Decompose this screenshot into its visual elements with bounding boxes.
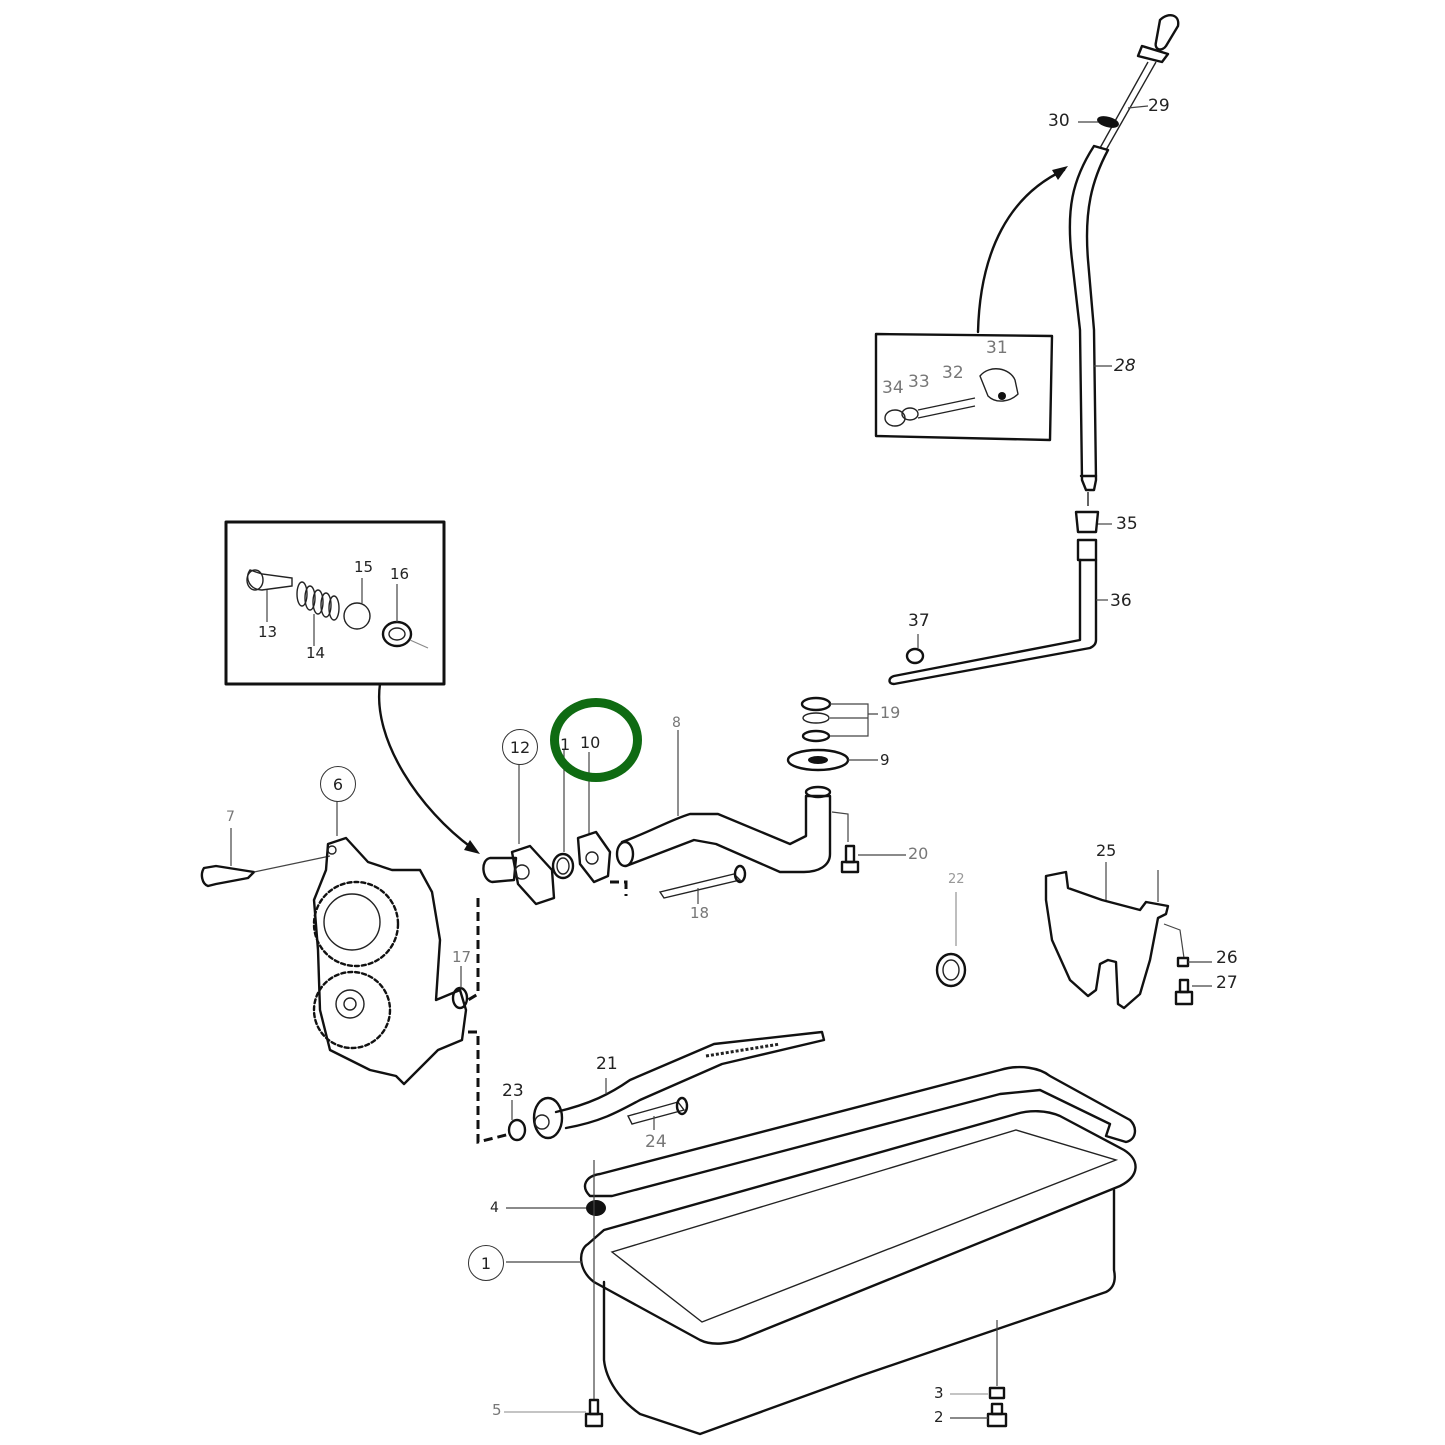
outlet-housing-drawing xyxy=(482,750,612,906)
bracket-drawing xyxy=(1044,862,1212,1010)
oil-sump-drawing xyxy=(504,1065,1137,1436)
callout-29[interactable]: 29 xyxy=(1148,96,1170,116)
callout-36[interactable]: 36 xyxy=(1110,591,1132,611)
callout-32[interactable]: 32 xyxy=(942,363,964,383)
callout-10[interactable]: 10 xyxy=(580,733,601,752)
callout-18[interactable]: 18 xyxy=(690,904,710,922)
callout-35[interactable]: 35 xyxy=(1116,514,1138,534)
callout-24[interactable]: 24 xyxy=(645,1132,667,1152)
callout-9[interactable]: 9 xyxy=(880,751,890,769)
callout-7[interactable]: 7 xyxy=(226,809,235,825)
callout-19[interactable]: 19 xyxy=(880,703,901,722)
connection-lines xyxy=(467,880,628,1144)
callout-15[interactable]: 15 xyxy=(354,558,374,576)
suction-pipe-drawing xyxy=(507,1030,826,1142)
callout-5[interactable]: 5 xyxy=(492,1401,502,1419)
callout-8[interactable]: 8 xyxy=(672,715,681,731)
callout-17[interactable]: 17 xyxy=(452,948,472,966)
callout-25[interactable]: 25 xyxy=(1096,841,1117,860)
callout-33[interactable]: 33 xyxy=(908,372,930,392)
callout-21[interactable]: 21 xyxy=(596,1054,618,1074)
callout-30[interactable]: 30 xyxy=(1048,111,1070,131)
dipstick-drawing xyxy=(1078,14,1180,151)
oil-pump-drawing xyxy=(200,798,469,1086)
callout-26[interactable]: 26 xyxy=(1216,948,1238,968)
callout-23[interactable]: 23 xyxy=(502,1081,524,1101)
callout-13[interactable]: 13 xyxy=(258,623,278,641)
callout-20[interactable]: 20 xyxy=(908,844,929,863)
callout-16[interactable]: 16 xyxy=(390,565,410,583)
delivery-pipe-drawing xyxy=(615,696,906,904)
callout-12[interactable]: 12 xyxy=(502,729,538,765)
callout-11[interactable]: 1 xyxy=(560,735,571,754)
hose-clamp-drawing xyxy=(935,892,967,988)
inset-31-34-drawing xyxy=(874,332,1054,442)
callout-34[interactable]: 34 xyxy=(882,378,904,398)
callout-31[interactable]: 31 xyxy=(986,338,1008,358)
callout-14[interactable]: 14 xyxy=(306,644,326,662)
callout-22[interactable]: 22 xyxy=(948,872,965,887)
callout-6[interactable]: 6 xyxy=(320,766,356,802)
callout-37[interactable]: 37 xyxy=(908,611,930,631)
callout-27[interactable]: 27 xyxy=(1216,973,1238,993)
callout-1[interactable]: 1 xyxy=(468,1245,504,1281)
inset-13-16-drawing xyxy=(224,520,480,854)
callout-2[interactable]: 2 xyxy=(934,1408,944,1426)
lower-tube-drawing xyxy=(888,492,1112,686)
callout-28[interactable]: 28 xyxy=(1114,356,1136,376)
highlight-ring-part-10 xyxy=(550,698,642,782)
dipstick-tube-drawing xyxy=(976,144,1112,492)
callout-3[interactable]: 3 xyxy=(934,1384,944,1402)
callout-4[interactable]: 4 xyxy=(490,1200,499,1216)
